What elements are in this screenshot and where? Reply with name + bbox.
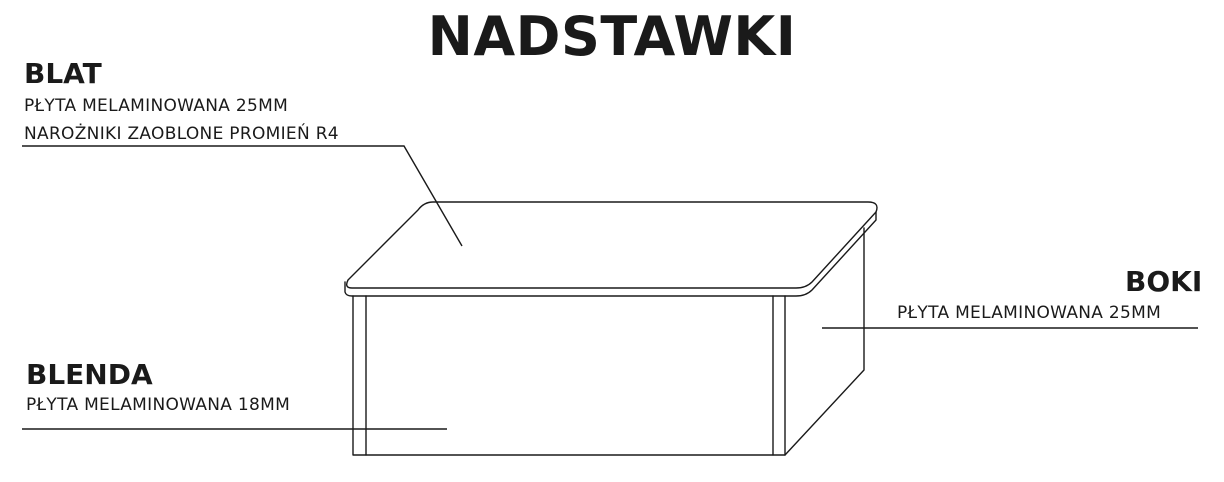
blat-spec-line-1: PŁYTA MELAMINOWANA 25MM (24, 96, 289, 116)
blat-heading: BLAT (24, 57, 102, 90)
blat-leader-line (22, 145, 463, 247)
boki-spec-line-1: PŁYTA MELAMINOWANA 25MM (897, 303, 1162, 323)
blat-front-edge (344, 211, 877, 297)
diagram-title: NADSTAWKI (427, 5, 797, 68)
blenda-front-panel (352, 295, 786, 456)
blat-top-surface (345, 201, 878, 289)
blenda-spec-line-1: PŁYTA MELAMINOWANA 18MM (26, 395, 291, 415)
blenda-heading: BLENDA (26, 358, 153, 391)
boki-heading: BOKI (1125, 265, 1203, 298)
blat-spec-line-2: NAROŻNIKI ZAOBLONE PROMIEŃ R4 (24, 124, 339, 144)
boki-side-panel (784, 227, 865, 456)
